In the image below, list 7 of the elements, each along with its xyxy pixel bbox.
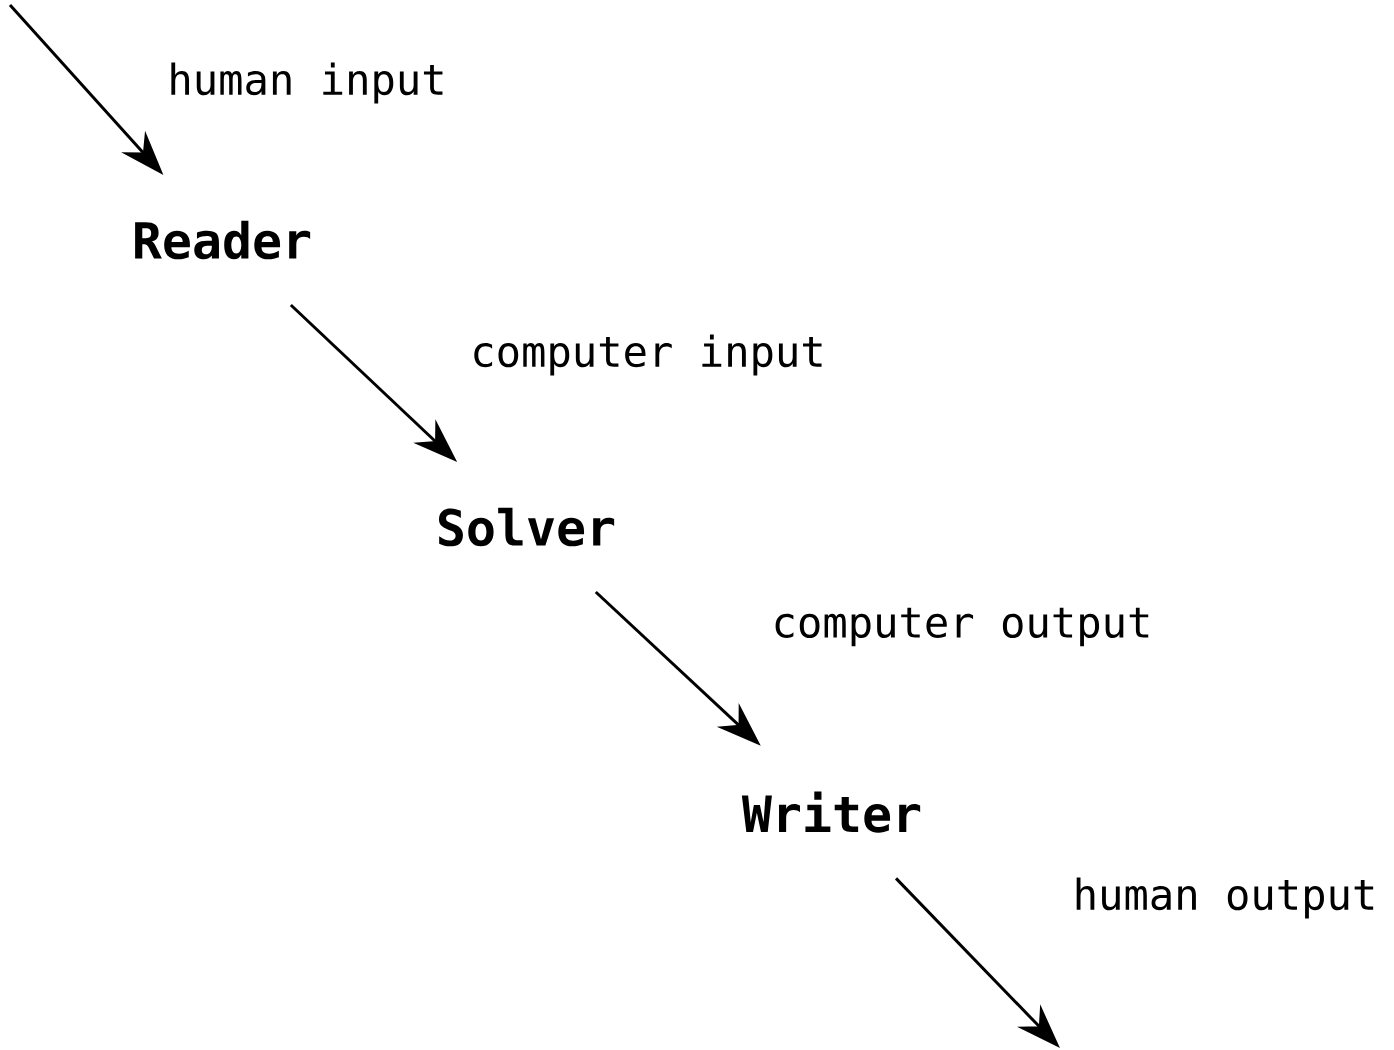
- node-label: Reader: [135, 220, 311, 260]
- edge-label: human input: [163, 59, 451, 107]
- node-label: Writer: [741, 791, 921, 833]
- edge-label: computer input: [466, 331, 830, 379]
- edge-label: human output: [1069, 874, 1381, 922]
- edge-label: computer output: [768, 604, 1156, 650]
- node-label: Solver: [439, 507, 615, 547]
